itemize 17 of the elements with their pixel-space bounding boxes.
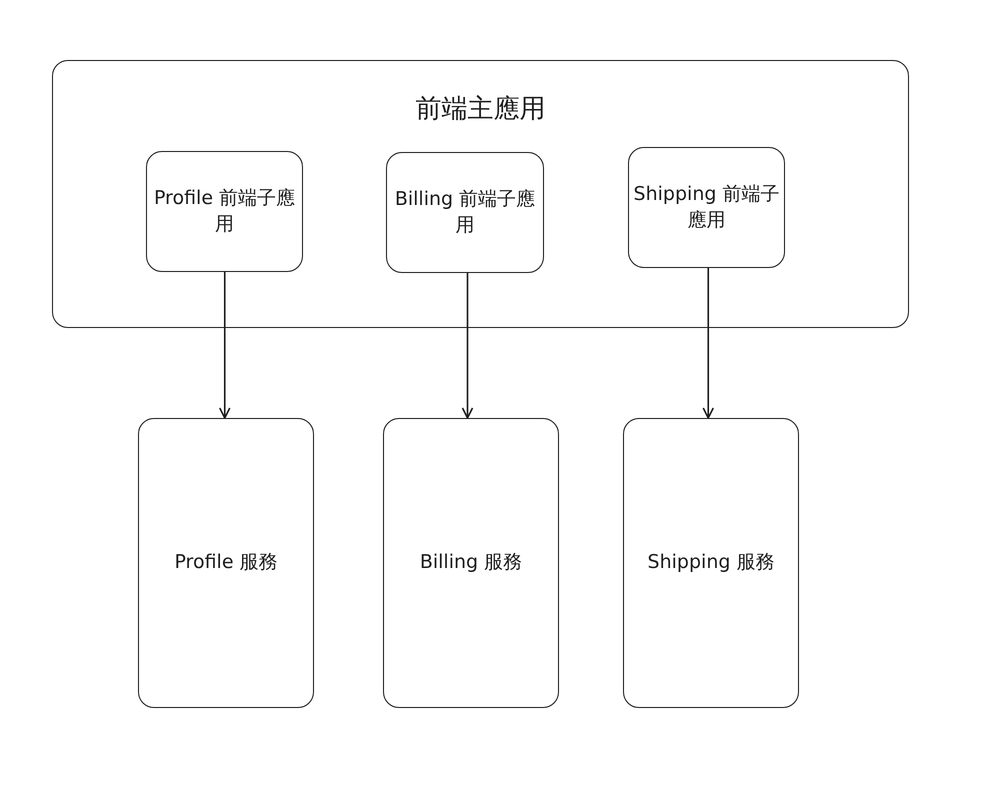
container-title: 前端主應用 [416, 94, 546, 124]
box-label: Profile 服務 [174, 550, 278, 576]
box-label: Shipping 服務 [648, 550, 774, 576]
box-label: Billing 服務 [420, 550, 522, 576]
box-label: Profile 前端子應用 [152, 186, 296, 236]
service-box [146, 151, 303, 272]
service-box [628, 147, 785, 268]
service-box [138, 418, 314, 708]
box-label: Billing 前端子應用 [394, 186, 536, 238]
service-box [383, 418, 559, 708]
service-box [623, 418, 799, 708]
arrow [702, 267, 714, 419]
container-box [52, 60, 909, 328]
box-label: Shipping 前端子應用 [632, 182, 780, 232]
arrow [462, 272, 474, 419]
arrow [218, 271, 231, 419]
service-box [386, 152, 544, 273]
